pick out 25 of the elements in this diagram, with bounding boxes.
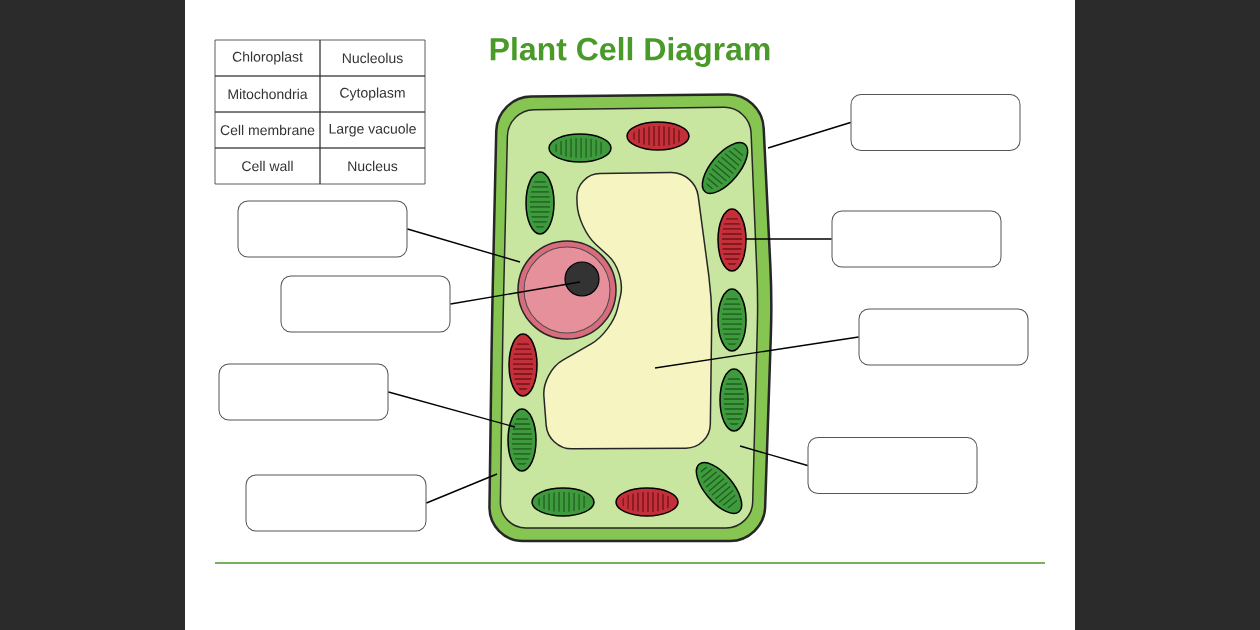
leader-line [654,336,860,369]
leader-line [744,238,833,240]
answer-box [858,308,1029,366]
table-cell: Nucleolus [319,39,426,77]
table-cell: Large vacuole [319,111,426,149]
answer-box [831,210,1002,268]
answer-box [807,437,978,494]
table-cell: Cell wall [214,147,321,185]
table-cell: Cell membrane [214,111,321,149]
leader-line [425,473,498,504]
leader-line [406,228,521,263]
table-cell: Mitochondria [214,75,321,113]
leader-line [449,281,581,305]
leader-line [767,121,852,149]
leader-line [739,445,809,467]
table-cell: Nucleus [319,147,426,185]
answer-box [850,94,1021,151]
title: Plant Cell Diagram [490,37,770,67]
answer-box [280,275,451,333]
table-cell: Chloroplast [214,39,321,77]
table-cell: Cytoplasm [319,75,426,113]
leader-line [387,391,516,428]
answer-box [245,474,427,532]
answer-box [237,200,408,258]
answer-box [218,363,389,421]
